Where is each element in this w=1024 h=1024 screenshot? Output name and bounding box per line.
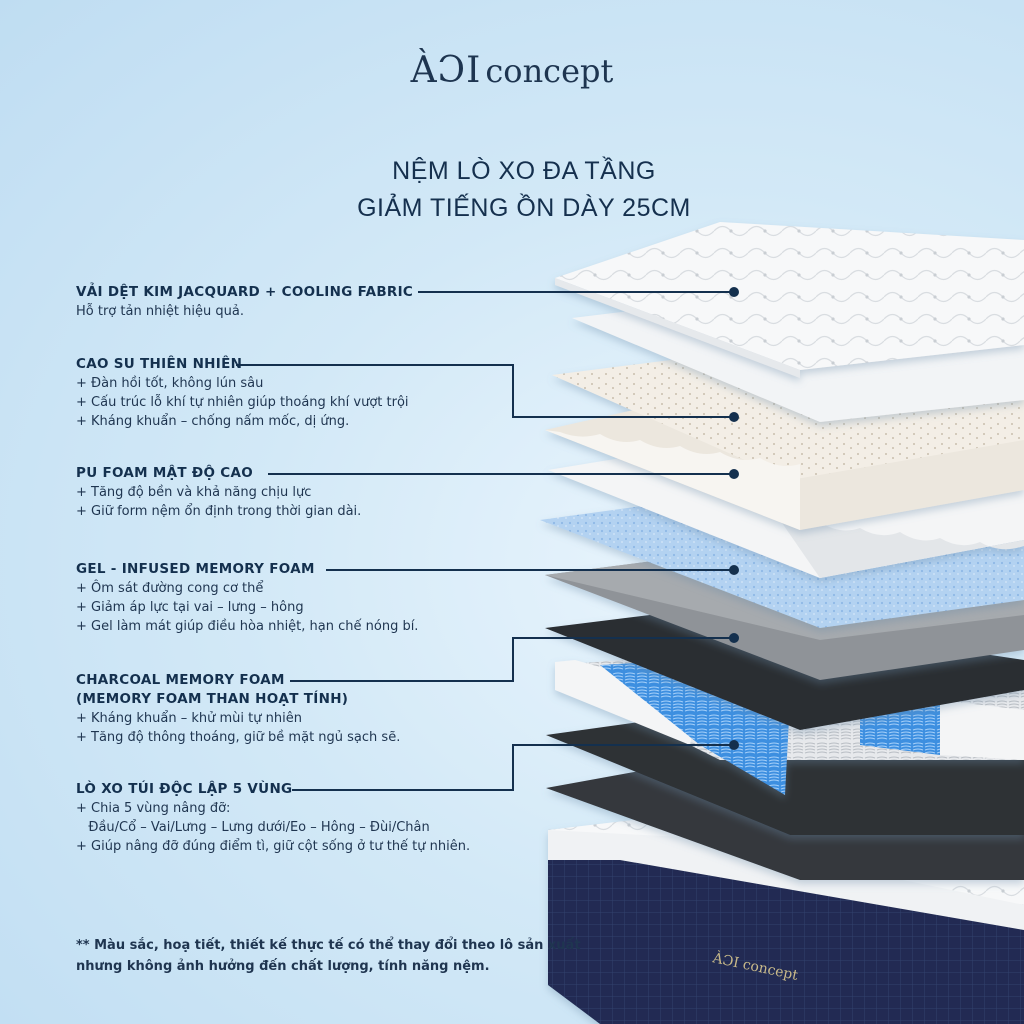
layer-line: + Tăng độ bền và khả năng chịu lực (76, 485, 312, 500)
dot-pu-foam (729, 469, 739, 479)
layer-pu-foam: PU FOAM MẬT ĐỘ CAO + Tăng độ bền và khả … (76, 464, 516, 521)
layer-line: + Giảm áp lực tại vai – lưng – hông (76, 600, 304, 615)
layer-gel-memory-foam: GEL - INFUSED MEMORY FOAM + Ôm sát đường… (76, 560, 516, 636)
brand-mark: ÀƆI (410, 50, 482, 91)
leader-springs (292, 744, 734, 791)
leader-dots (729, 287, 739, 750)
layer-line: + Đàn hồi tốt, không lún sâu (76, 376, 264, 391)
layer-line: + Chia 5 vùng nâng đỡ: (76, 801, 231, 816)
layer-jacquard-fabric: VẢI DỆT KIM JACQUARD + COOLING FABRIC Hỗ… (76, 283, 516, 321)
layer-line: + Ôm sát đường cong cơ thể (76, 581, 264, 596)
page-title: NỆM LÒ XO ĐA TẦNG GIẢM TIẾNG ỒN DÀY 25CM (0, 153, 1024, 227)
brand-wordmark: concept (485, 52, 614, 90)
dot-gel (729, 565, 739, 575)
dot-charcoal (729, 633, 739, 643)
dot-latex (729, 412, 739, 422)
layer-pocket-springs: LÒ XO TÚI ĐỘC LẬP 5 VÙNG + Chia 5 vùng n… (76, 780, 516, 856)
layer-natural-latex: CAO SU THIÊN NHIÊN + Đàn hồi tốt, không … (76, 355, 516, 431)
note-line-2: nhưng không ảnh hưởng đến chất lượng, tí… (76, 959, 490, 974)
layer-heading: PU FOAM MẬT ĐỘ CAO (76, 465, 253, 481)
leader-latex (236, 364, 734, 418)
layer-line: + Tăng độ thông thoáng, giữ bề mặt ngủ s… (76, 730, 401, 745)
layer-heading-secondary: (MEMORY FOAM THAN HOẠT TÍNH) (76, 691, 349, 707)
layer-heading: VẢI DỆT KIM JACQUARD + COOLING FABRIC (76, 284, 414, 300)
layer-line: + Kháng khuẩn – chống nấm mốc, dị ứng. (76, 414, 350, 429)
title-line-1: NỆM LÒ XO ĐA TẦNG (392, 157, 656, 185)
charcoal-upper-sheet (545, 610, 1024, 730)
layer-line: + Giúp nâng đỡ đúng điểm tì, giữ cột sốn… (76, 839, 471, 854)
layer-heading: LÒ XO TÚI ĐỘC LẬP 5 VÙNG (76, 781, 293, 797)
note-line-1: ** Màu sắc, hoạ tiết, thiết kế thực tế c… (76, 938, 581, 953)
title-line-2: GIẢM TIẾNG ỒN DÀY 25CM (357, 194, 691, 222)
dot-jacquard (729, 287, 739, 297)
dot-springs (729, 740, 739, 750)
disclaimer-note: ** Màu sắc, hoạ tiết, thiết kế thực tế c… (76, 935, 636, 977)
layer-charcoal-memory-foam: CHARCOAL MEMORY FOAM (MEMORY FOAM THAN H… (76, 671, 516, 747)
layer-line: + Gel làm mát giúp điều hòa nhiệt, hạn c… (76, 619, 419, 634)
layer-heading: CHARCOAL MEMORY FOAM (76, 672, 285, 688)
jacquard-top-layer (555, 222, 1024, 378)
layer-heading: CAO SU THIÊN NHIÊN (76, 356, 243, 372)
layer-line: + Cấu trúc lỗ khí tự nhiên giúp thoáng k… (76, 395, 409, 410)
layer-line: + Kháng khuẩn – khử mùi tự nhiên (76, 711, 302, 726)
leader-lines (236, 291, 734, 791)
layer-heading: GEL - INFUSED MEMORY FOAM (76, 561, 315, 577)
layer-line: Hỗ trợ tản nhiệt hiệu quả. (76, 304, 244, 319)
layer-line: Đầu/Cổ – Vai/Lưng – Lưng dưới/Eo – Hông … (76, 820, 430, 835)
layer-line: + Giữ form nệm ổn định trong thời gian d… (76, 504, 362, 519)
leader-charcoal (290, 637, 734, 682)
